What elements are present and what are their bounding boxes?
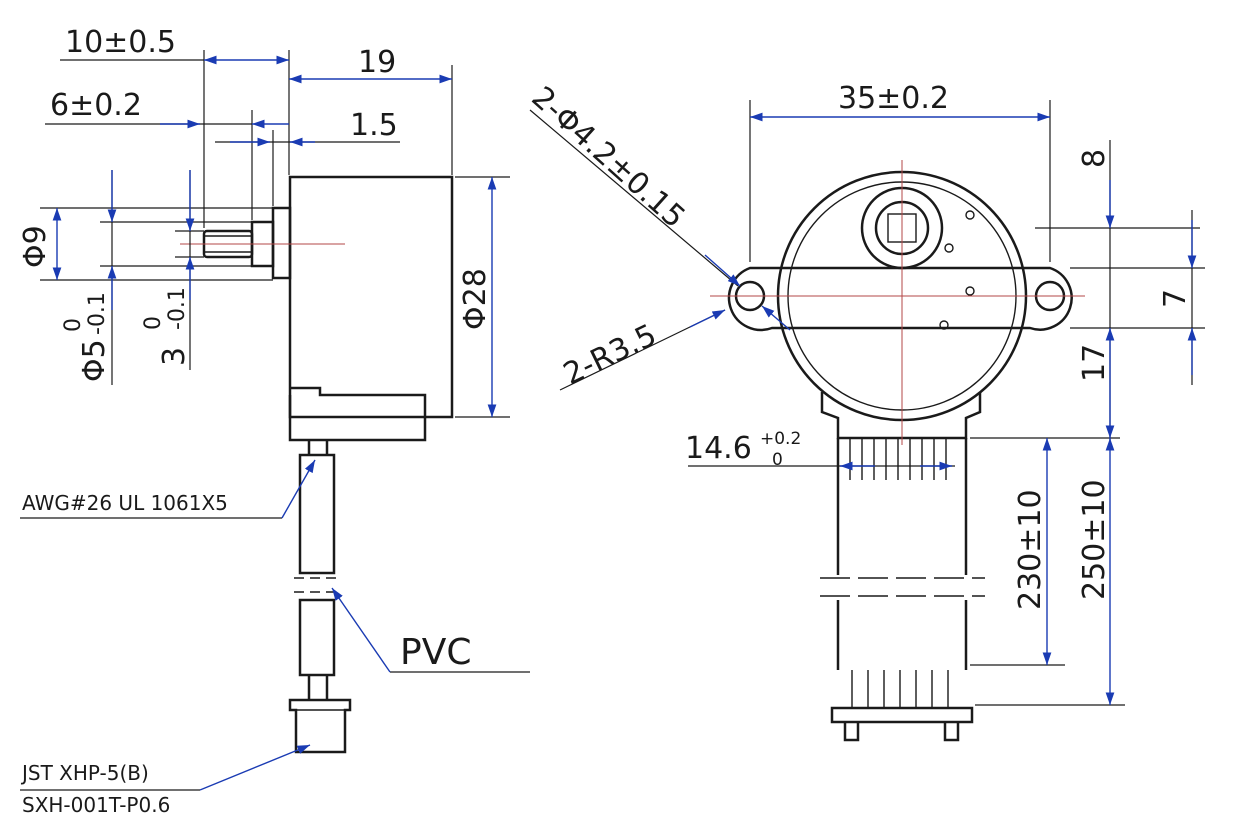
dim-1-5: 1.5 <box>350 108 398 143</box>
dim-250: 250±10 <box>1077 479 1112 600</box>
sheath-note: PVC <box>400 632 471 673</box>
dim-7: 7 <box>1158 289 1193 308</box>
ribbon-cable <box>820 438 985 708</box>
dim-d9: Φ9 <box>18 225 53 268</box>
connector-side <box>288 698 352 754</box>
connector-note-2: SXH-001T-P0.6 <box>22 793 170 817</box>
dim-14-6-tol-lower: 0 <box>772 450 783 470</box>
dim-10: 10±0.5 <box>65 25 176 60</box>
dim-35: 35±0.2 <box>838 81 949 116</box>
flange-plate <box>271 206 292 280</box>
motor-body-side <box>288 175 454 419</box>
dim-14-6: 14.6 <box>685 431 752 466</box>
cable-side <box>294 440 340 700</box>
dim-230: 230±10 <box>1013 489 1048 610</box>
dim-3-tol-lower: -0.1 <box>165 287 190 330</box>
dim-d5-tol-upper: 0 <box>61 318 86 332</box>
dim-6: 6±0.2 <box>50 88 142 123</box>
dim-holes: 2-Φ4.2±0.15 <box>525 80 692 235</box>
dim-radius: 2-R3.5 <box>558 318 662 393</box>
wire-note: AWG#26 UL 1061X5 <box>22 491 228 515</box>
front-view: 35±0.2 2-Φ4.2±0.15 2-R3.5 8 7 17 230±10 <box>525 80 1205 742</box>
dim-3-tol-upper: 0 <box>141 316 166 330</box>
dim-d28: Φ28 <box>458 268 493 330</box>
motor-tab-side <box>288 386 427 442</box>
dim-19: 19 <box>358 45 396 80</box>
wire-housing <box>820 392 982 440</box>
dim-14-6-tol-upper: +0.2 <box>760 429 801 449</box>
mounting-flange <box>727 266 1073 332</box>
dim-d5-tol-lower: -0.1 <box>85 292 110 335</box>
side-view: 10±0.5 19 6±0.2 1.5 Φ9 Φ5 0 -0.1 <box>18 25 530 817</box>
connector-front <box>830 706 974 742</box>
dim-d5: Φ5 <box>77 339 112 382</box>
dim-8: 8 <box>1077 149 1112 168</box>
connector-note-1: JST XHP-5(B) <box>20 761 149 785</box>
dim-17: 17 <box>1077 344 1112 382</box>
dim-3: 3 <box>157 347 192 366</box>
